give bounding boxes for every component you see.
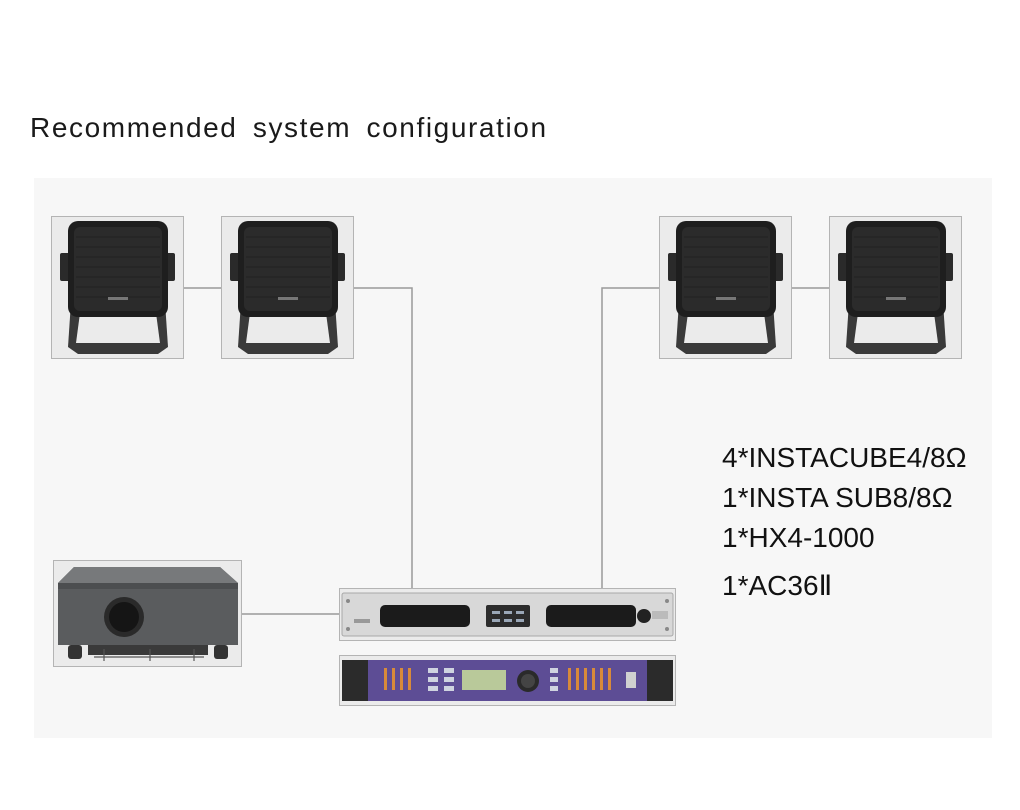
speaker-icon	[668, 221, 783, 354]
processor-box	[339, 655, 676, 706]
speaker-box-2	[221, 216, 354, 359]
subwoofer-box	[53, 560, 242, 667]
subwoofer-icon	[58, 567, 238, 661]
speaker-box-1	[51, 216, 184, 359]
spec-item-amplifier: 1*HX4-1000	[722, 522, 875, 553]
spec-item-subwoofer: 1*INSTA SUB8/8Ω	[722, 482, 953, 513]
speaker-box-4	[829, 216, 962, 359]
processor-icon	[342, 660, 673, 701]
spec-item-processor: 1*AC36Ⅱ	[722, 570, 833, 601]
speaker-box-3	[659, 216, 792, 359]
amplifier-box	[339, 588, 676, 641]
wire-left-speakers-to-amp	[354, 287, 413, 588]
speaker-icon	[838, 221, 953, 354]
speaker-icon	[230, 221, 345, 354]
spec-item-speakers: 4*INSTACUBE4/8Ω	[722, 442, 967, 473]
page-title: Recommended system configuration	[30, 112, 548, 143]
component-list: 4*INSTACUBE4/8Ω 1*INSTA SUB8/8Ω 1*HX4-10…	[722, 438, 967, 606]
amplifier-icon	[341, 592, 674, 637]
speaker-icon	[60, 221, 175, 354]
wire-right-speakers-to-amp	[601, 287, 660, 588]
